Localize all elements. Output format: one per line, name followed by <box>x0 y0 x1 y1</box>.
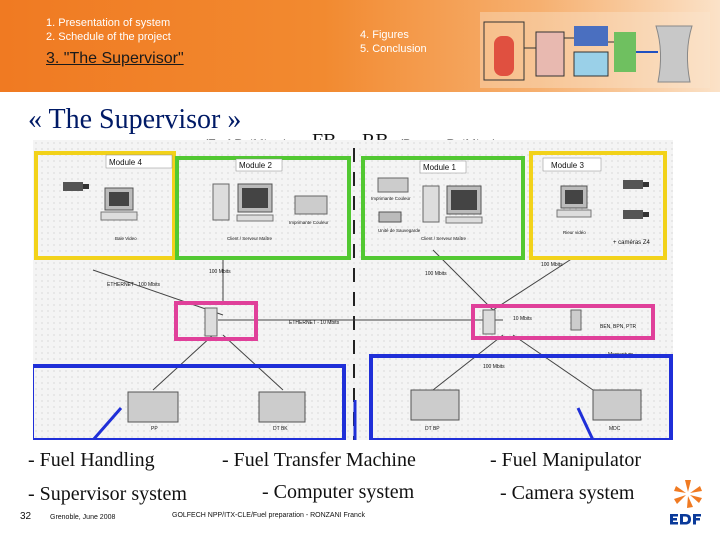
camera-icon <box>63 182 89 191</box>
module-1-label: Module 1 <box>423 163 456 172</box>
fuel-handling-plc-frame <box>33 364 346 440</box>
client-master-label: Client / Serveur Maître <box>421 236 467 241</box>
printer-icon <box>377 177 409 193</box>
plc-rack-icon <box>127 391 179 423</box>
nav-item-conclusion[interactable]: 5. Conclusion <box>360 43 427 55</box>
caption-fuel-manipulator: - Fuel Manipulator <box>490 449 642 471</box>
bale-video-label: Bale Video <box>115 236 137 241</box>
ethernet-link <box>152 334 214 391</box>
dt-bk-label: DT BK <box>273 426 288 432</box>
footer-date: Grenoble, June 2008 <box>50 514 116 521</box>
ethernet-link <box>512 334 594 391</box>
module-3-label: Module 3 <box>551 161 584 170</box>
ethernet-link <box>432 334 504 391</box>
network-switch-icon <box>204 307 218 337</box>
ethernet-link <box>492 257 574 311</box>
mbits-10-label: 10 Mbits <box>513 316 532 322</box>
mbits-label: 100 Mbits <box>541 262 563 268</box>
caption-fuel-transfer: - Fuel Transfer Machine <box>222 449 416 471</box>
plc-rack-icon <box>258 391 306 423</box>
mdc-label: MDC <box>609 426 621 432</box>
slide-title: « The Supervisor » <box>28 104 242 135</box>
ethernet-link <box>222 334 284 391</box>
backup-unit-label: Unité de Sauvegarde <box>378 228 421 233</box>
printer-icon <box>294 195 328 215</box>
module-2-frame <box>175 156 351 260</box>
mbits-label: 100 Mbits <box>425 271 447 277</box>
ethernet-100-label: ETHERNET - 100 Mbits <box>107 282 160 288</box>
video-monitor-icon <box>556 185 592 218</box>
ethernet-10-label: ETHERNET - 10 Mbits <box>289 320 340 326</box>
edf-logo <box>668 480 708 526</box>
footer-document-ref: GOLFECH NPP/ITX-CLE/Fuel preparation - R… <box>172 512 365 519</box>
module-4-frame <box>34 151 176 260</box>
printer-label: Imprimante Couleur <box>371 196 411 201</box>
plc-rack-icon <box>592 389 642 421</box>
arrow-fuel-handling <box>91 407 123 440</box>
caption-fuel-handling: - Fuel Handling <box>28 449 155 471</box>
client-master-label: Client / Serveur Maître <box>227 236 273 241</box>
ethernet-link <box>92 269 224 316</box>
architecture-diagram: Module 4 Bale Video Module 2 Client / Se… <box>33 140 673 440</box>
nav-item-schedule[interactable]: 2. Schedule of the project <box>46 31 171 43</box>
switch-module-icon <box>570 309 582 331</box>
camera-icon <box>623 180 649 189</box>
module-2-label: Module 2 <box>239 161 272 170</box>
backup-drive-icon <box>378 211 402 223</box>
caption-supervisor-system: - Supervisor system <box>28 483 187 505</box>
nav-item-supervisor-current[interactable]: 3. "The Supervisor" <box>46 50 184 67</box>
module-3-frame <box>529 151 667 260</box>
arrow-fuel-manipulator <box>576 407 595 440</box>
cameras-z4-label: + caméras Z4 <box>613 240 651 246</box>
plc-rack-icon <box>410 389 460 421</box>
bale-video-monitor-icon <box>100 187 138 221</box>
header-banner: 1. Presentation of system 2. Schedule of… <box>0 0 720 92</box>
ben-bpn-ptr-label: BEN, BPN, PTR <box>600 324 637 330</box>
caption-camera-system: - Camera system <box>500 482 635 504</box>
camera-icon <box>623 210 649 219</box>
fuel-transfer-plc-frame <box>369 354 673 440</box>
dt-bp-label: DT BP <box>425 426 440 432</box>
module-1-frame <box>361 156 525 260</box>
video-monitor-label: Rieur vidéo <box>563 230 586 235</box>
power-plant-illustration <box>480 12 710 88</box>
printer-label: Imprimante Couleur <box>289 220 329 225</box>
module-4-label: Module 4 <box>109 158 142 167</box>
page-number: 32 <box>20 511 32 522</box>
tower-pc-icon <box>212 183 230 221</box>
supervisor-switch-fb-frame <box>174 301 258 341</box>
caption-computer-system: - Computer system <box>262 481 415 503</box>
network-switch-icon <box>482 309 496 335</box>
pp-label: PP <box>151 426 158 432</box>
mbits-label: 100 Mbits <box>209 269 231 275</box>
mbits-label: 100 Mbits <box>483 364 505 370</box>
master-monitor-icon <box>445 185 483 224</box>
master-monitor-icon <box>236 183 274 222</box>
nav-item-figures[interactable]: 4. Figures <box>360 29 409 41</box>
supervisor-switch-rb-frame <box>471 304 655 340</box>
tower-pc-icon <box>422 185 440 223</box>
nav-item-presentation[interactable]: 1. Presentation of system <box>46 17 171 29</box>
